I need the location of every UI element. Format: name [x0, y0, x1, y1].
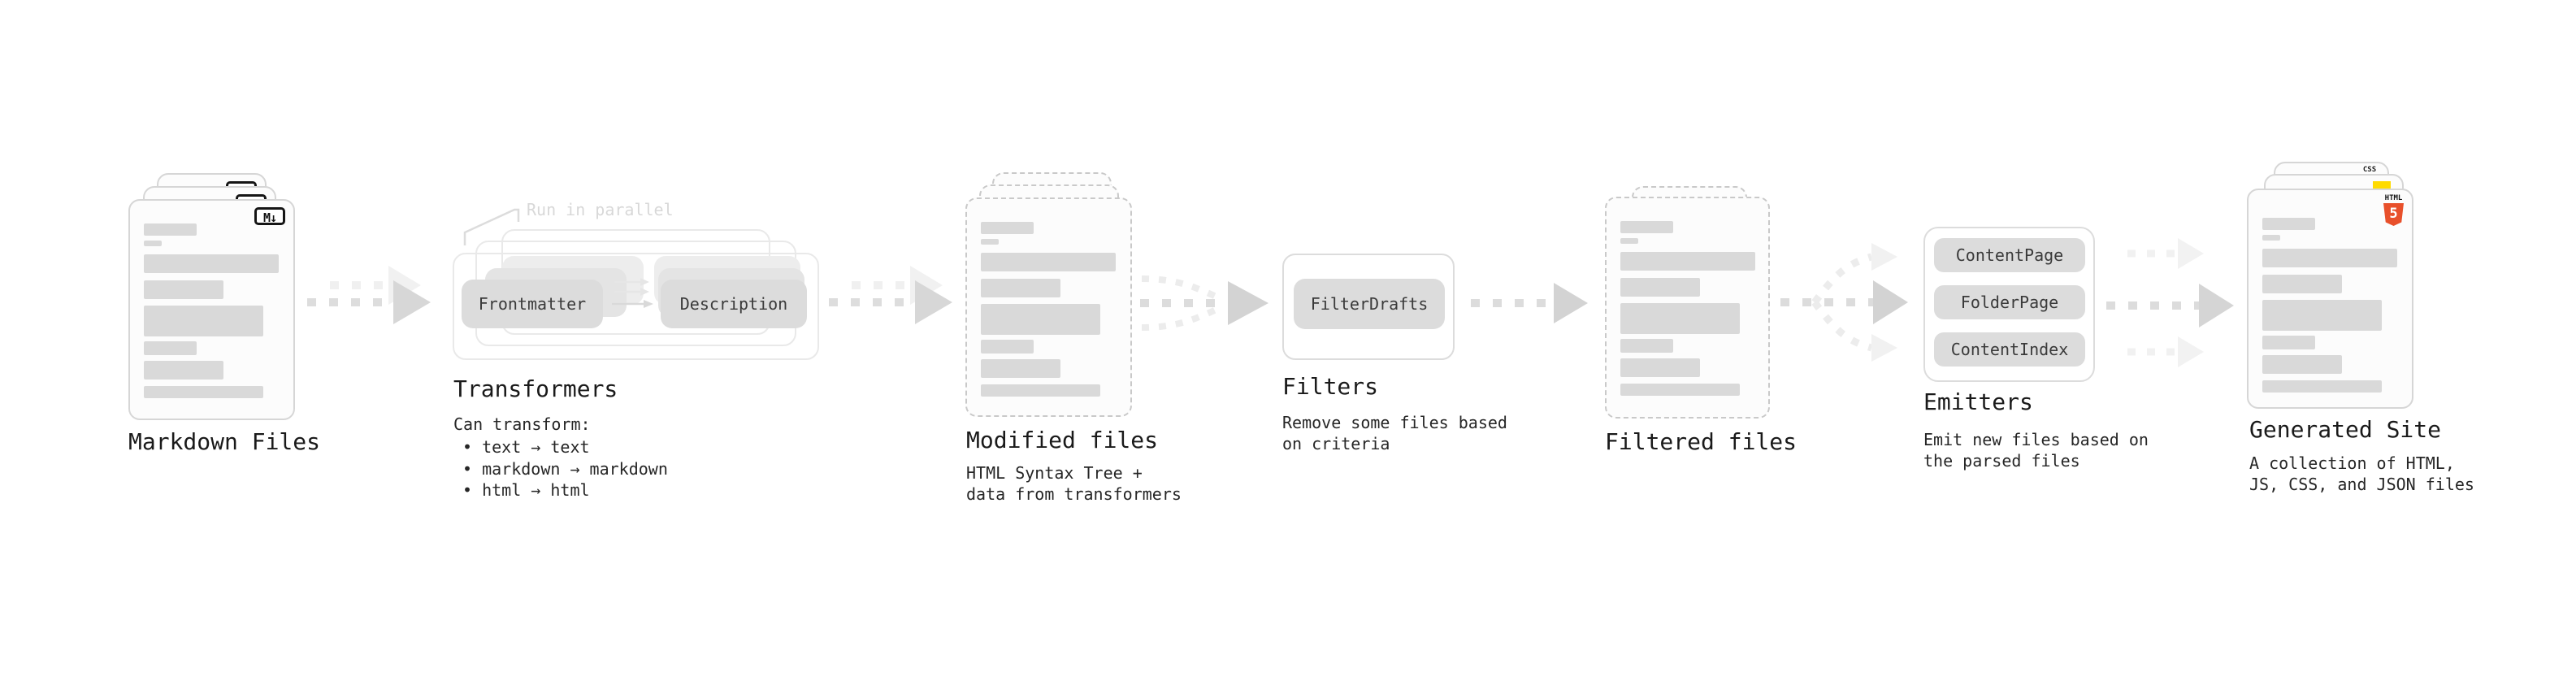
flow-arrow-filters-to-filtered — [1471, 283, 1588, 323]
placeholder-lines — [144, 223, 279, 398]
transformers-bullet-list: • text → text • markdown → markdown • ht… — [462, 436, 668, 501]
flow-arrow-filtered-to-emitters — [1780, 243, 1908, 362]
placeholder-line — [1620, 252, 1755, 271]
transformers-title: Transformers — [453, 375, 618, 402]
modified-files-subtitle: HTML Syntax Tree + data from transformer… — [966, 463, 1182, 504]
placeholder-line — [2262, 355, 2342, 374]
markdown-file-card-front: M↓ — [128, 199, 295, 420]
placeholder-line — [981, 253, 1116, 271]
html5-icon: HTML 5 — [2383, 194, 2404, 226]
filtered-files-title: Filtered files — [1605, 428, 1798, 455]
generated-file-card-front: HTML 5 — [2247, 189, 2413, 409]
placeholder-line — [1620, 278, 1700, 297]
placeholder-lines — [2262, 218, 2397, 393]
placeholder-line — [981, 304, 1100, 335]
generated-site-subtitle: A collection of HTML, JS, CSS, and JSON … — [2249, 453, 2474, 494]
placeholder-line — [2262, 336, 2315, 349]
placeholder-line — [2262, 380, 2382, 393]
placeholder-line — [981, 384, 1100, 397]
placeholder-line — [981, 359, 1060, 378]
placeholder-lines — [1620, 221, 1755, 396]
placeholder-line — [1620, 339, 1673, 353]
modified-file-card-front — [965, 197, 1132, 417]
placeholder-line — [2262, 300, 2382, 331]
frontmatter-pill-label: Frontmatter — [478, 294, 587, 314]
flow-arrow-modified-to-filters — [1140, 275, 1268, 331]
placeholder-line — [144, 241, 162, 246]
placeholder-line — [144, 341, 197, 355]
transformers-description: Can transform: — [453, 414, 591, 434]
folder-page-pill: FolderPage — [1934, 285, 2085, 319]
filter-drafts-pill-label: FilterDrafts — [1310, 294, 1429, 314]
placeholder-line — [144, 223, 197, 236]
placeholder-line — [1620, 221, 1673, 233]
filters-title: Filters — [1282, 373, 1379, 400]
content-page-pill: ContentPage — [1934, 238, 2085, 272]
placeholder-line — [144, 306, 263, 336]
placeholder-lines — [981, 222, 1116, 397]
html5-icon-label: HTML — [2384, 194, 2403, 202]
placeholder-line — [981, 279, 1060, 297]
emitters-title: Emitters — [1923, 388, 2033, 415]
placeholder-line — [1620, 358, 1700, 377]
placeholder-line — [2262, 218, 2315, 230]
placeholder-line — [981, 222, 1034, 234]
placeholder-line — [144, 254, 279, 273]
filtered-file-card-front — [1605, 197, 1770, 419]
content-index-pill-label: ContentIndex — [1950, 340, 2069, 359]
placeholder-line — [2262, 275, 2342, 293]
placeholder-line — [144, 386, 263, 398]
parallel-mini-arrows — [612, 278, 653, 308]
filters-subtitle: Remove some files based on criteria — [1282, 413, 1507, 453]
folder-page-pill-label: FolderPage — [1960, 293, 2059, 312]
flow-arrow-markdown-to-transformers — [307, 266, 431, 324]
description-pill-label: Description — [679, 294, 788, 314]
placeholder-line — [1620, 384, 1740, 396]
run-in-parallel-leader-line — [463, 208, 520, 245]
flow-arrow-transformers-to-modified — [829, 266, 952, 324]
bullet-item: • markdown → markdown — [462, 458, 668, 479]
javascript-icon — [2373, 181, 2391, 190]
markdown-icon: M↓ — [254, 207, 285, 225]
filter-drafts-pill: FilterDrafts — [1294, 279, 1445, 329]
placeholder-line — [2262, 235, 2280, 241]
frontmatter-pill: Frontmatter — [462, 280, 603, 328]
transformer-group-box-front — [453, 253, 819, 360]
content-page-pill-label: ContentPage — [1955, 245, 2064, 265]
generated-site-title: Generated Site — [2249, 416, 2442, 443]
flow-arrow-emitters-to-generated — [2106, 238, 2234, 367]
placeholder-line — [981, 340, 1034, 354]
placeholder-line — [1620, 303, 1740, 334]
html5-icon-shield: 5 — [2383, 203, 2404, 226]
modified-files-title: Modified files — [966, 427, 1159, 453]
emitters-subtitle: Emit new files based on the parsed files — [1923, 430, 2149, 471]
placeholder-line — [144, 361, 223, 380]
run-in-parallel-note: Run in parallel — [527, 200, 674, 219]
description-pill: Description — [661, 280, 807, 328]
placeholder-line — [2262, 249, 2397, 267]
placeholder-line — [144, 280, 223, 299]
markdown-files-title: Markdown Files — [128, 428, 321, 455]
placeholder-line — [1620, 238, 1638, 244]
css-icon-label: CSS — [2362, 166, 2377, 174]
bullet-item: • text → text — [462, 437, 590, 457]
bullet-item: • html → html — [462, 480, 590, 500]
placeholder-line — [981, 239, 999, 245]
content-index-pill: ContentIndex — [1934, 332, 2085, 367]
